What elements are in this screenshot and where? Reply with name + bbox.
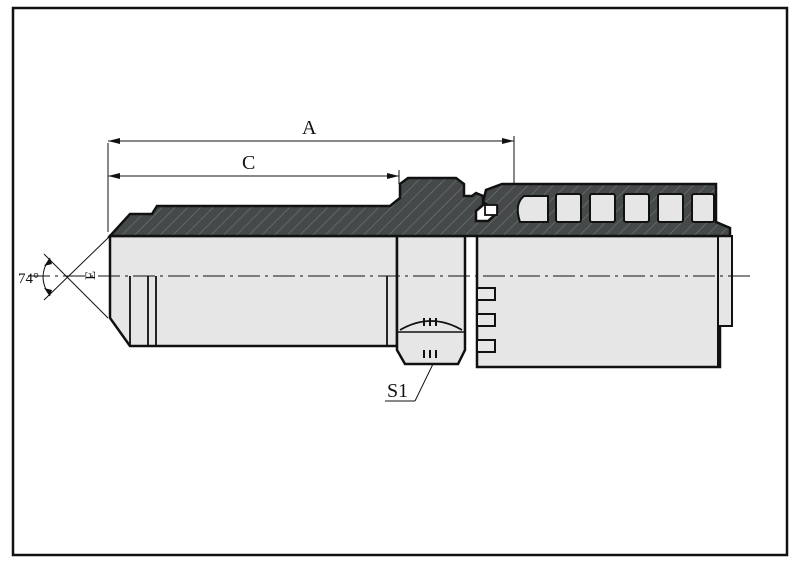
fitting-body-lower [108, 234, 733, 369]
dimension-c [108, 170, 400, 184]
fitting-section-upper [107, 176, 732, 238]
cone-angle-dimension [42, 235, 111, 319]
dimension-c-label: C [242, 152, 255, 174]
dimension-e-label: E [83, 271, 99, 280]
dimension-a [107, 136, 515, 232]
dimension-a-label: A [302, 117, 317, 139]
hex-size-leader [385, 363, 434, 402]
angle-label: 74° [18, 271, 39, 287]
drawing-frame [11, 6, 789, 557]
hex-size-label: S1 [387, 380, 408, 402]
